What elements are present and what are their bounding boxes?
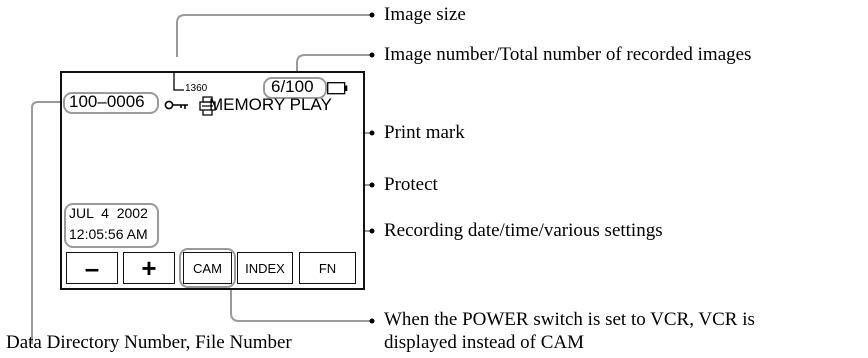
recording-date: JUL 4 2002 bbox=[69, 205, 148, 221]
label-recording: Recording date/time/various settings bbox=[384, 220, 663, 241]
leader-data-directory bbox=[31, 101, 63, 344]
index-button[interactable]: INDEX bbox=[237, 252, 293, 284]
label-print-mark: Print mark bbox=[384, 122, 465, 143]
minus-button-label: – bbox=[84, 253, 100, 283]
label-protect: Protect bbox=[384, 174, 438, 195]
label-image-number: Image number/Total number of recorded im… bbox=[384, 44, 752, 65]
fn-button-label: FN bbox=[318, 260, 337, 276]
datetime-callout bbox=[64, 203, 159, 248]
recording-time: 12:05:56 AM bbox=[69, 226, 148, 242]
print-icon bbox=[199, 96, 216, 116]
index-button-label: INDEX bbox=[245, 260, 285, 276]
label-power-line2: displayed instead of CAM bbox=[384, 332, 585, 353]
label-data-directory: Data Directory Number, File Number bbox=[6, 332, 292, 353]
fn-button[interactable]: FN bbox=[299, 252, 356, 284]
label-power-line1: When the POWER switch is set to VCR, VCR… bbox=[384, 309, 755, 330]
file-number: 100–0006 bbox=[69, 92, 145, 111]
image-number: 6/100 bbox=[271, 77, 314, 96]
leader-power bbox=[230, 280, 372, 322]
image-number-callout bbox=[263, 77, 327, 99]
battery-icon bbox=[327, 82, 348, 95]
plus-button-label: + bbox=[141, 253, 157, 283]
cam-button-label: CAM bbox=[193, 260, 222, 276]
cam-button[interactable]: CAM bbox=[183, 252, 232, 284]
leader-image-size bbox=[176, 14, 372, 57]
image-size-bracket-icon bbox=[173, 73, 184, 91]
leader-image-number bbox=[296, 54, 372, 76]
file-number-callout bbox=[63, 92, 159, 114]
mode-label: MEMORY PLAY bbox=[209, 95, 332, 114]
minus-button[interactable]: – bbox=[66, 252, 118, 284]
label-image-size: Image size bbox=[384, 4, 466, 25]
cam-callout bbox=[179, 248, 236, 288]
key-icon bbox=[164, 100, 188, 110]
image-size-value: 1360 bbox=[185, 83, 208, 94]
plus-button[interactable]: + bbox=[123, 252, 175, 284]
